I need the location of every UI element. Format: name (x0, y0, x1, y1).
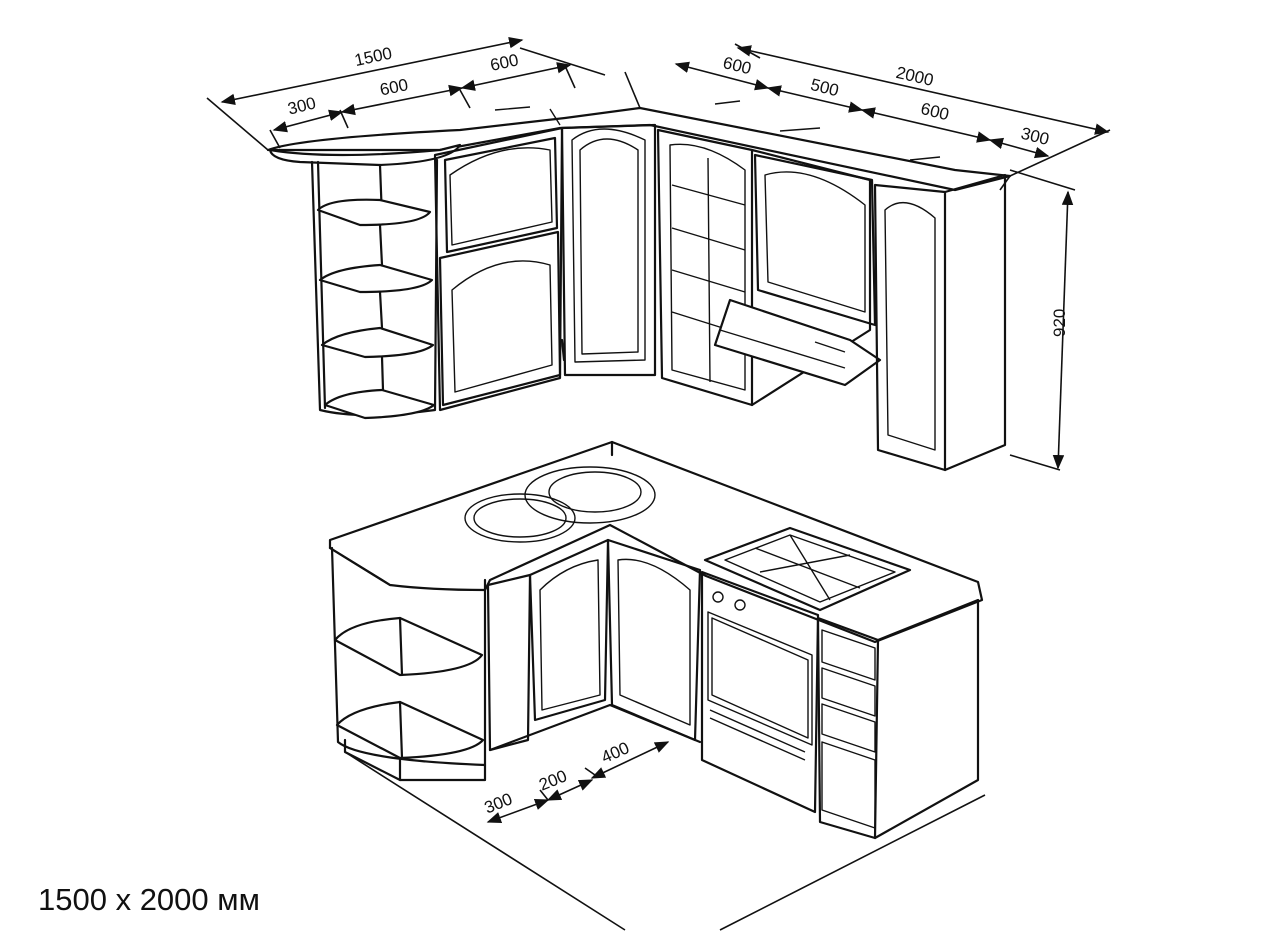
lower-cabinets (328, 440, 984, 840)
dim-label: 300 (1019, 124, 1051, 149)
sink-base (486, 538, 702, 752)
dim-label: 600 (919, 99, 951, 124)
wall-cabinet-corner (560, 123, 657, 377)
wall-cabinet-left (433, 126, 564, 412)
dim-label: 600 (378, 75, 410, 99)
upper-cabinets (266, 100, 1012, 472)
dim-label: 920 (1050, 309, 1069, 337)
dim-label: 300 (286, 93, 318, 118)
wall-cabinet-end (873, 173, 1007, 472)
dim-label: 500 (809, 75, 841, 100)
dim-label: 400 (598, 738, 632, 767)
dimensions: 1500 300 600 600 2000 600 500 600 300 92… (206, 36, 1111, 931)
dim-label: 600 (488, 50, 520, 74)
size-caption: 1500 x 2000 мм (38, 882, 260, 917)
open-shelf-lower (330, 546, 487, 782)
stove (700, 570, 820, 814)
wall-cabinet-right (713, 153, 882, 387)
dim-label: 1500 (353, 44, 394, 70)
open-shelf-upper (310, 158, 439, 420)
dim-label: 2000 (894, 63, 935, 90)
dim-label: 200 (536, 766, 569, 794)
drawer-unit (816, 598, 980, 840)
dim-label: 600 (721, 53, 753, 78)
